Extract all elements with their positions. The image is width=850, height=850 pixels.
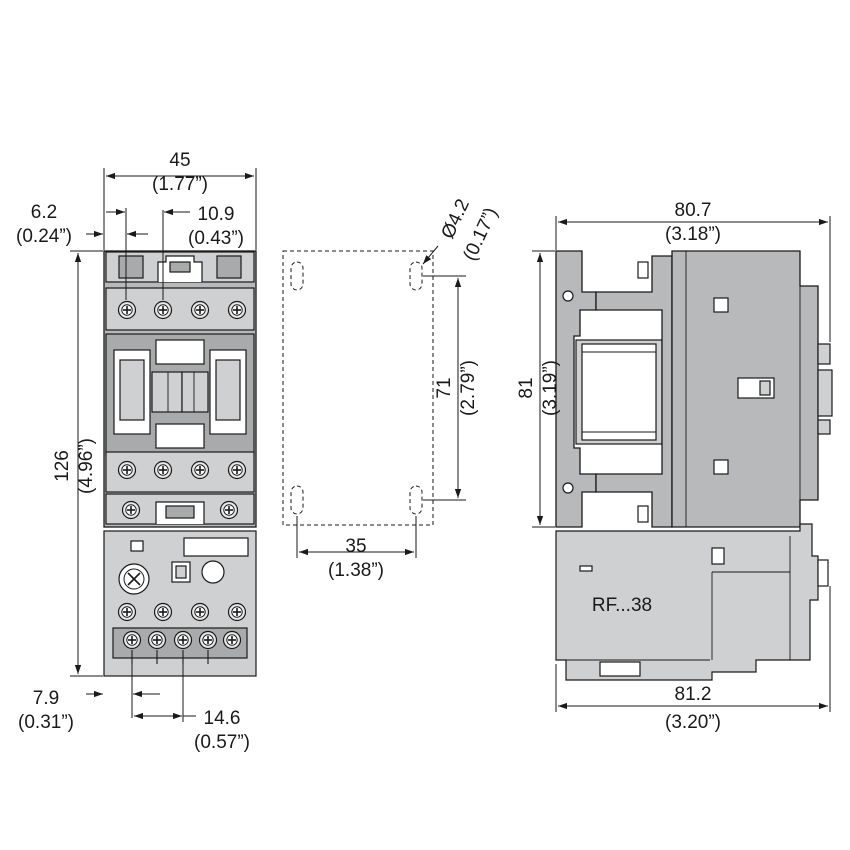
mount-hole-bottom-right <box>409 485 423 515</box>
bottom-offset-mm: 7.9 <box>33 688 59 709</box>
overload-relay-side <box>555 523 819 681</box>
front-height-in: (4.96”) <box>76 438 97 494</box>
front-width-mm: 45 <box>169 150 190 171</box>
front-width-in: (1.77”) <box>152 174 208 195</box>
din-clip <box>555 250 597 528</box>
side-height-in: (3.19”) <box>540 360 561 416</box>
bottom-pitch-in: (0.57”) <box>194 732 250 753</box>
terminal-pitch-in: (0.43”) <box>188 228 244 249</box>
bottom-pitch-mm: 14.6 <box>204 708 241 729</box>
front-view: 45 (1.77”) 6.2 (0.24”) 10.9 (0.43”) 126 … <box>16 150 257 753</box>
side-top-depth-mm: 80.7 <box>675 200 712 221</box>
side-top-depth-in: (3.18”) <box>665 224 721 245</box>
mounting-outline <box>282 250 434 526</box>
front-height-mm: 126 <box>52 450 73 482</box>
horizontal-spacing-in: (1.38”) <box>328 560 384 581</box>
left-offset-mm: 6.2 <box>31 202 57 223</box>
mid-screw-1 <box>117 460 137 480</box>
vertical-spacing-in: (2.79”) <box>458 360 479 416</box>
mount-hole-top-right <box>409 261 423 291</box>
reset-button-icon <box>201 560 225 584</box>
side-bottom-depth-in: (3.20”) <box>665 712 721 733</box>
mount-hole-bottom-left <box>290 485 304 515</box>
side-view: RF...38 80.7 (3.18”) 81 (3.19”) 81.2 (3.… <box>516 200 833 733</box>
relay-label: RF...38 <box>592 595 652 616</box>
left-offset-in: (0.24”) <box>16 226 72 247</box>
vertical-spacing-mm: 71 <box>434 377 455 398</box>
mount-hole-top-left <box>290 261 304 291</box>
top-screw-3 <box>190 300 210 320</box>
top-screw-4 <box>227 300 247 320</box>
side-bottom-depth-mm: 81.2 <box>675 684 712 705</box>
mid-screw-2 <box>153 460 173 480</box>
mid-screw-3 <box>190 460 210 480</box>
bottom-offset-in: (0.31”) <box>18 712 74 733</box>
mounting-view: Ø4.2 (0.17”) 71 (2.79”) 35 (1.38”) <box>282 196 502 581</box>
terminal-pitch-mm: 10.9 <box>198 204 235 225</box>
mid-screw-4 <box>227 460 247 480</box>
horizontal-spacing-mm: 35 <box>345 536 366 557</box>
top-screw-1 <box>117 300 137 320</box>
side-height-mm: 81 <box>516 377 537 398</box>
top-screw-2 <box>153 300 173 320</box>
